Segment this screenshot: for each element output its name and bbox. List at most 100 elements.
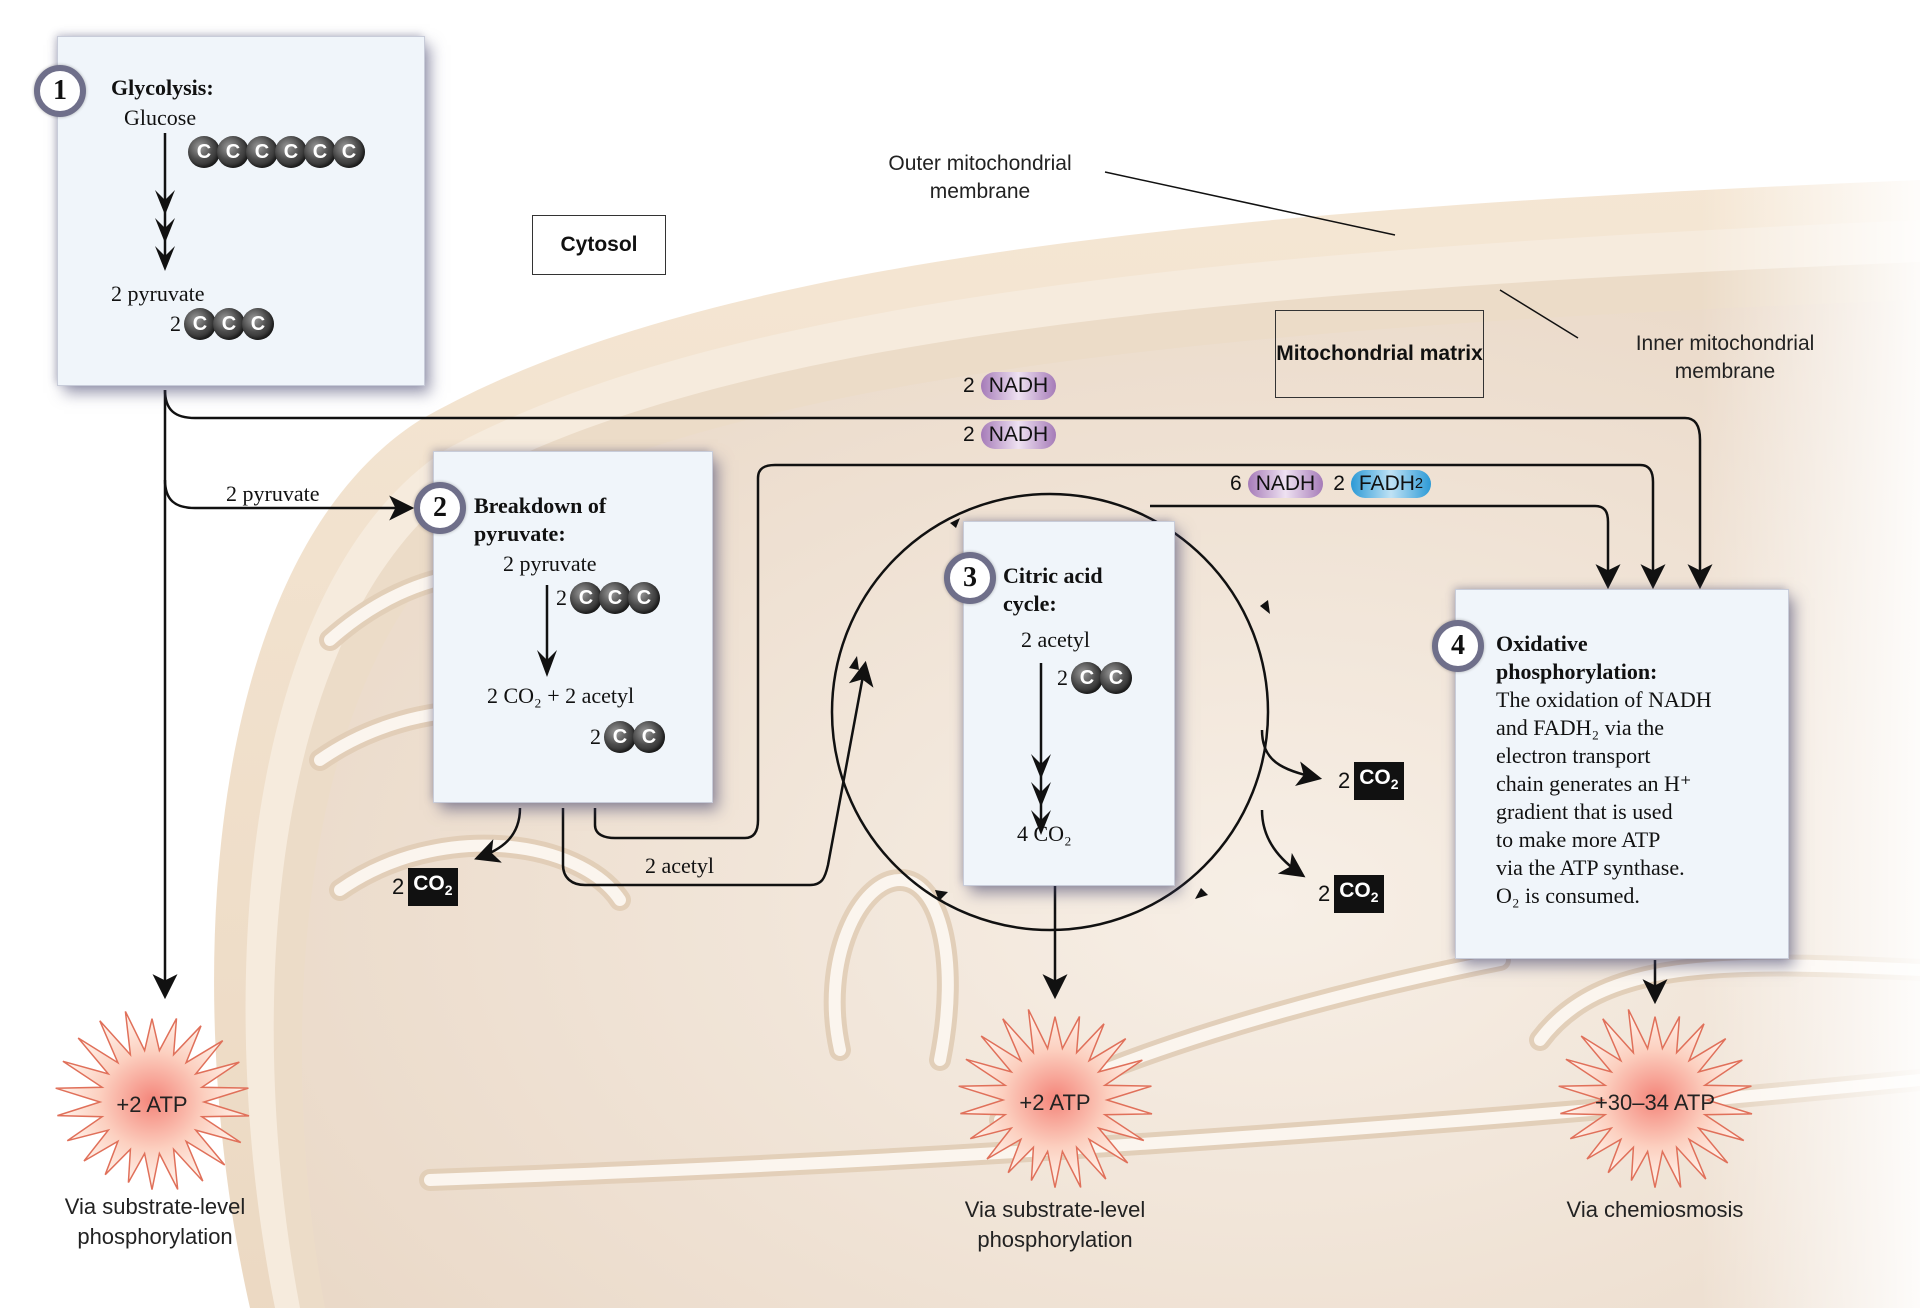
co2-badge: CO2 [408, 868, 458, 907]
co2-badge: CO2 [1354, 762, 1404, 801]
nadh-pill: NADH [1247, 470, 1324, 498]
carbon-atom-icon: C [246, 136, 278, 168]
co2-output-cycle-2: 2 CO2 [1318, 875, 1384, 914]
arrow-step2-co2 [474, 807, 522, 863]
carbon-atom-icon: C [1100, 662, 1132, 694]
step3-output: 4 CO₂ [1017, 821, 1072, 846]
fadh2-name: FADH [1358, 472, 1415, 495]
arrow-cycle-co2-2 [1260, 809, 1306, 878]
carbon-atom-icon: C [570, 582, 602, 614]
arrow-acetyl-to-cycle [561, 660, 874, 887]
co2-coefficient: 2 [392, 874, 405, 900]
step4-title: Oxidative phosphorylation: [1496, 631, 1658, 684]
co2-badge: CO2 [1334, 875, 1384, 914]
arrow-pyruvate-nadh [593, 463, 1666, 840]
outer-membrane-label: Outer mitochondrial membrane [888, 152, 1072, 203]
step4-description-line: via the ATP synthase. [1496, 855, 1685, 880]
atp-starburst-citric-acid-cycle [958, 1009, 1153, 1188]
atp-starburst-glycolysis [55, 1011, 250, 1190]
arrow-cycle-carriers [1150, 504, 1621, 590]
nadh-coefficient: 2 [963, 374, 975, 397]
carbon-coefficient: 2 [556, 585, 567, 610]
citric-acid-cycle-ring [830, 492, 1270, 932]
carbon-atom-icon: C [188, 136, 220, 168]
step3-citric-acid-cycle-box [964, 522, 1174, 885]
co2-coefficient: 2 [1318, 881, 1331, 907]
inner-membrane-leader [1499, 289, 1579, 339]
carbon-coefficient: 2 [590, 724, 601, 749]
arrow-pyruvate-to-step2 [163, 479, 415, 521]
cytosol-label: Cytosol [532, 215, 666, 275]
step4-number-badge: 4 [1432, 620, 1484, 672]
step4-description-line: gradient that is used [1496, 799, 1673, 824]
carbon-atom-icon: C [242, 308, 274, 340]
atp-yield-glycolysis: +2 ATP [116, 1092, 188, 1117]
fadh2-subscript: 2 [1414, 476, 1424, 492]
step4-oxidative-phosphorylation-box [1456, 590, 1788, 958]
glycolysis-nadh: 2 NADH [963, 372, 1057, 400]
nadh-coefficient: 6 [1230, 472, 1242, 495]
step2-arrow [537, 585, 557, 677]
co2-coefficient: 2 [1338, 768, 1351, 794]
step4-description-line: The oxidation of NADH [1496, 687, 1712, 712]
carbon-atom-icon: C [633, 721, 665, 753]
carbon-coefficient: 2 [1057, 665, 1068, 690]
step2-number-badge: 2 [414, 482, 466, 534]
pyruvate-flow-label: 2 pyruvate [226, 481, 320, 506]
carbon-atom-icon: C [604, 721, 636, 753]
step3-number-badge: 3 [944, 552, 996, 604]
carbon-coefficient: 2 [170, 311, 181, 336]
step2-pyruvate-breakdown-box [434, 452, 712, 802]
nadh-pill: NADH [980, 372, 1057, 400]
co2-output-step2: 2 CO2 [392, 868, 458, 907]
step4-description: The oxidation of NADH and FADH₂ via the el… [1496, 686, 1712, 910]
carbon-atom-icon: C [275, 136, 307, 168]
step4-description-line: electron transport [1496, 743, 1651, 768]
cycle-direction-arrowheads [849, 518, 1270, 901]
nadh-pill: NADH [980, 421, 1057, 449]
carbon-atom-icon: C [333, 136, 365, 168]
carbon-atom-icon: C [213, 308, 245, 340]
mitochondrial-matrix-label: Mitochondrial matrix [1275, 310, 1484, 398]
step2-title: Breakdown of pyruvate: [474, 493, 607, 546]
step2-input: 2 pyruvate [503, 551, 597, 576]
step4-description-line: chain generates an H⁺ [1496, 771, 1692, 796]
atp-starburst-oxidative-phosphorylation [1558, 1009, 1753, 1188]
step3-title: Citric acid cycle: [1003, 563, 1103, 616]
atp-source-glycolysis: Via substrate-level phosphorylation [64, 1194, 246, 1249]
acetyl-flow-label: 2 acetyl [645, 853, 715, 878]
co2-output-cycle-1: 2 CO2 [1338, 762, 1404, 801]
step1-number-badge: 1 [34, 65, 86, 117]
step4-description-line: to make more ATP [1496, 827, 1661, 852]
step1-multi-step-arrow [155, 133, 175, 271]
atp-yield-oxidative-phosphorylation: +30–34 ATP [1594, 1090, 1716, 1115]
step3-multi-step-arrow [1031, 663, 1051, 835]
inner-membrane-label: Inner mitochondrial membrane [1635, 332, 1815, 383]
step1-input: Glucose [124, 105, 197, 130]
carbon-atom-icon: C [599, 582, 631, 614]
carbon-atom-icon: C [184, 308, 216, 340]
step4-description-line: O₂ is consumed. [1496, 883, 1640, 908]
outer-membrane-leader [1104, 171, 1396, 236]
carbon-atom-icon: C [628, 582, 660, 614]
carbon-atom-icon: C [304, 136, 336, 168]
atp-source-oxidative-phosphorylation: Via chemiosmosis [1566, 1197, 1744, 1222]
flow-arrows [152, 389, 1713, 1005]
step3-input: 2 acetyl [1021, 627, 1091, 652]
step4-description-line: and FADH₂ via the [1496, 715, 1664, 740]
step1-output: 2 pyruvate [111, 281, 205, 306]
arrow-glycolysis-nadh [163, 389, 1713, 590]
carbon-atom-icon: C [1071, 662, 1103, 694]
fadh2-coefficient: 2 [1333, 472, 1345, 495]
step1-title: Glycolysis: [111, 75, 214, 100]
step2-output: 2 CO₂ + 2 acetyl [487, 683, 635, 708]
carbon-atom-icon: C [217, 136, 249, 168]
